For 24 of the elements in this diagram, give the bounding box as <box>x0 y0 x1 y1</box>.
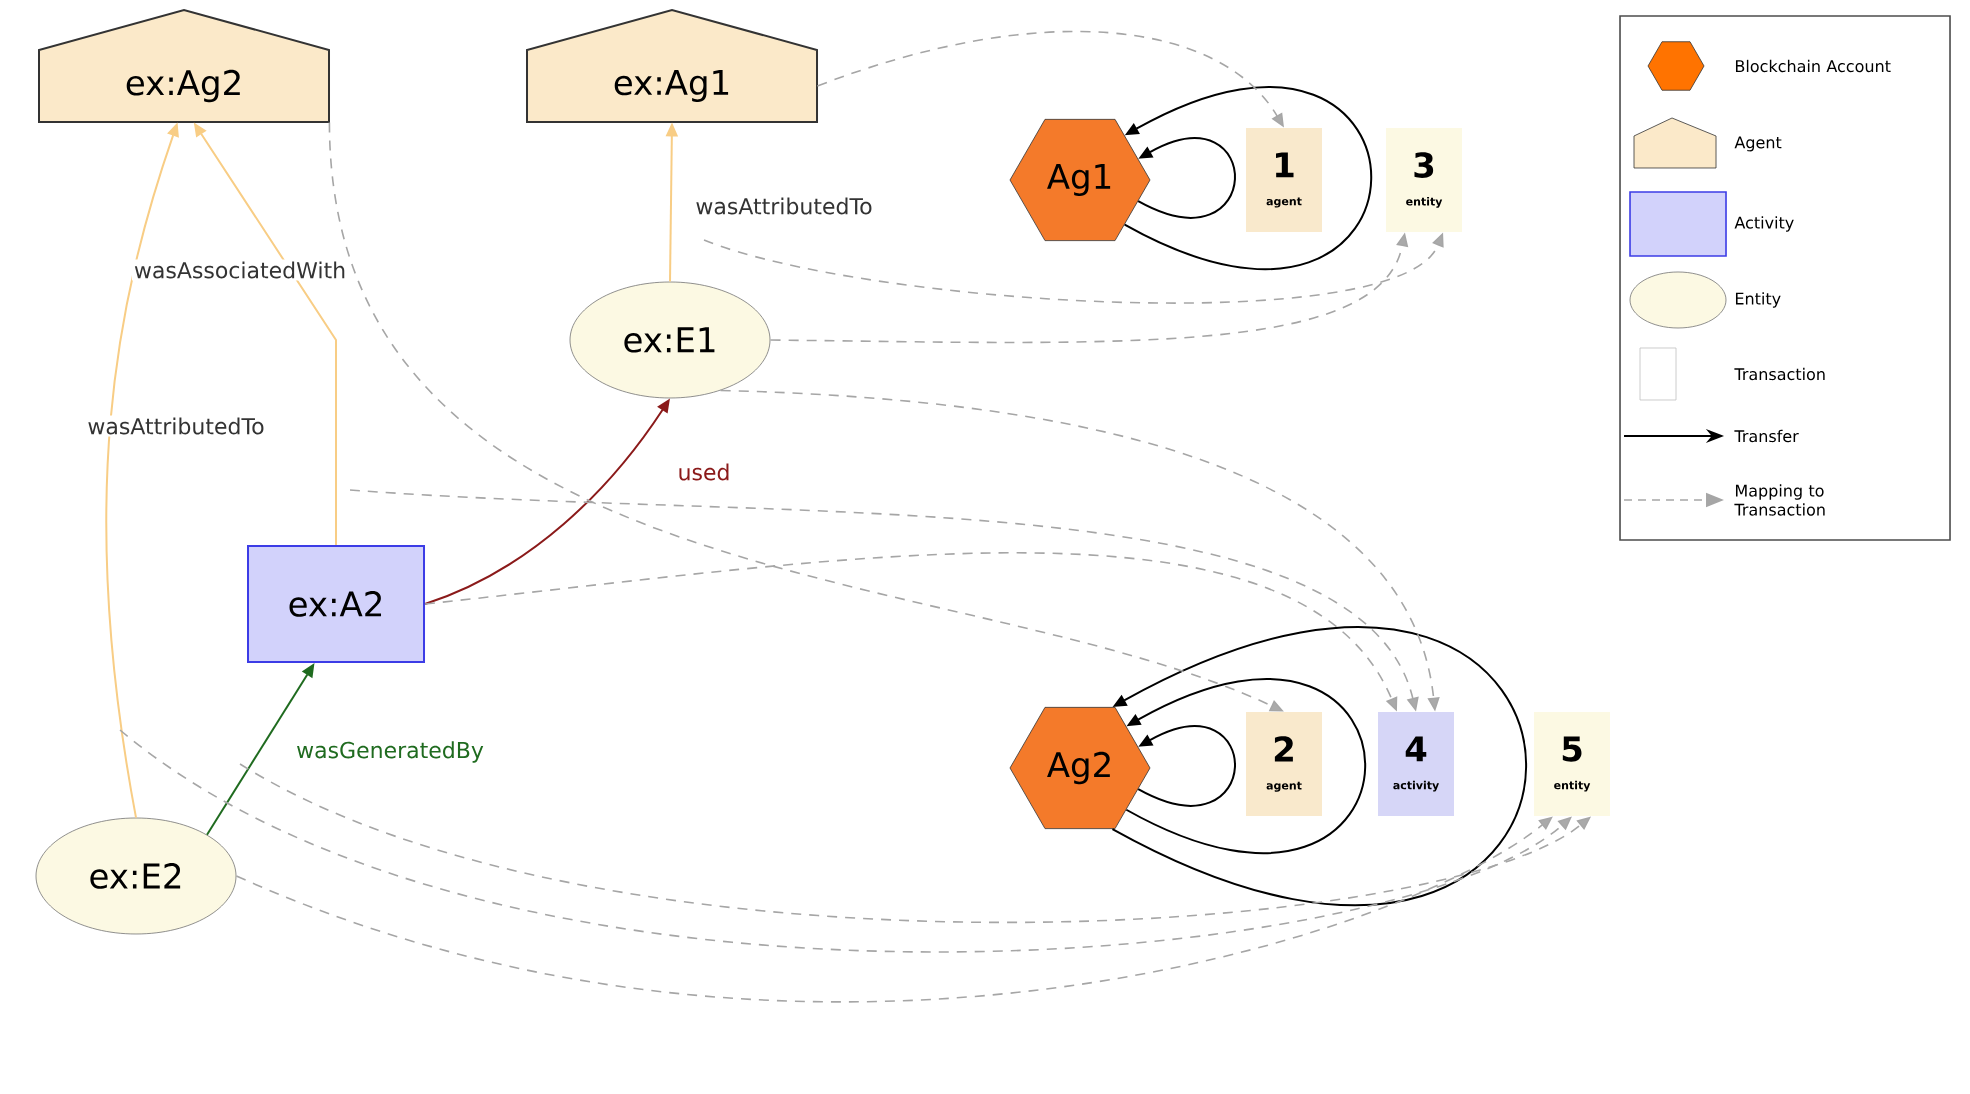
legend-text: Mapping to Transaction <box>1734 484 1825 516</box>
edge-label: wasAttributedTo <box>85 415 267 437</box>
edge-label: wasGeneratedBy <box>294 739 486 765</box>
agent-house: ex:Ag2 <box>38 8 330 123</box>
account-hexagon: Ag2 <box>1009 706 1151 829</box>
mapping-arrow <box>119 729 1572 953</box>
arrow <box>1111 626 1528 906</box>
edge-label: wasAttributedTo <box>693 195 875 217</box>
account-hexagon: Ag1 <box>1009 118 1151 241</box>
arrow <box>1125 678 1367 855</box>
legend-text: Agent <box>1734 136 1782 152</box>
legend-text: Entity <box>1736 292 1781 308</box>
legend-text: Transfer <box>1734 429 1799 443</box>
edge-label: wasAssociatedWith <box>131 259 349 281</box>
legend-text: Activity <box>1734 216 1794 232</box>
legend-text: Blockchain Account <box>1736 59 1891 73</box>
activity-box: ex:A2 <box>247 545 425 663</box>
arrow <box>1123 85 1373 271</box>
legend-text: Transaction <box>1734 367 1825 381</box>
agent-house: ex:Ag1 <box>526 8 818 123</box>
arrow <box>1137 725 1236 807</box>
arrow <box>1137 137 1236 219</box>
mapping-arrow <box>235 816 1553 1002</box>
edge-label: used <box>675 461 733 483</box>
